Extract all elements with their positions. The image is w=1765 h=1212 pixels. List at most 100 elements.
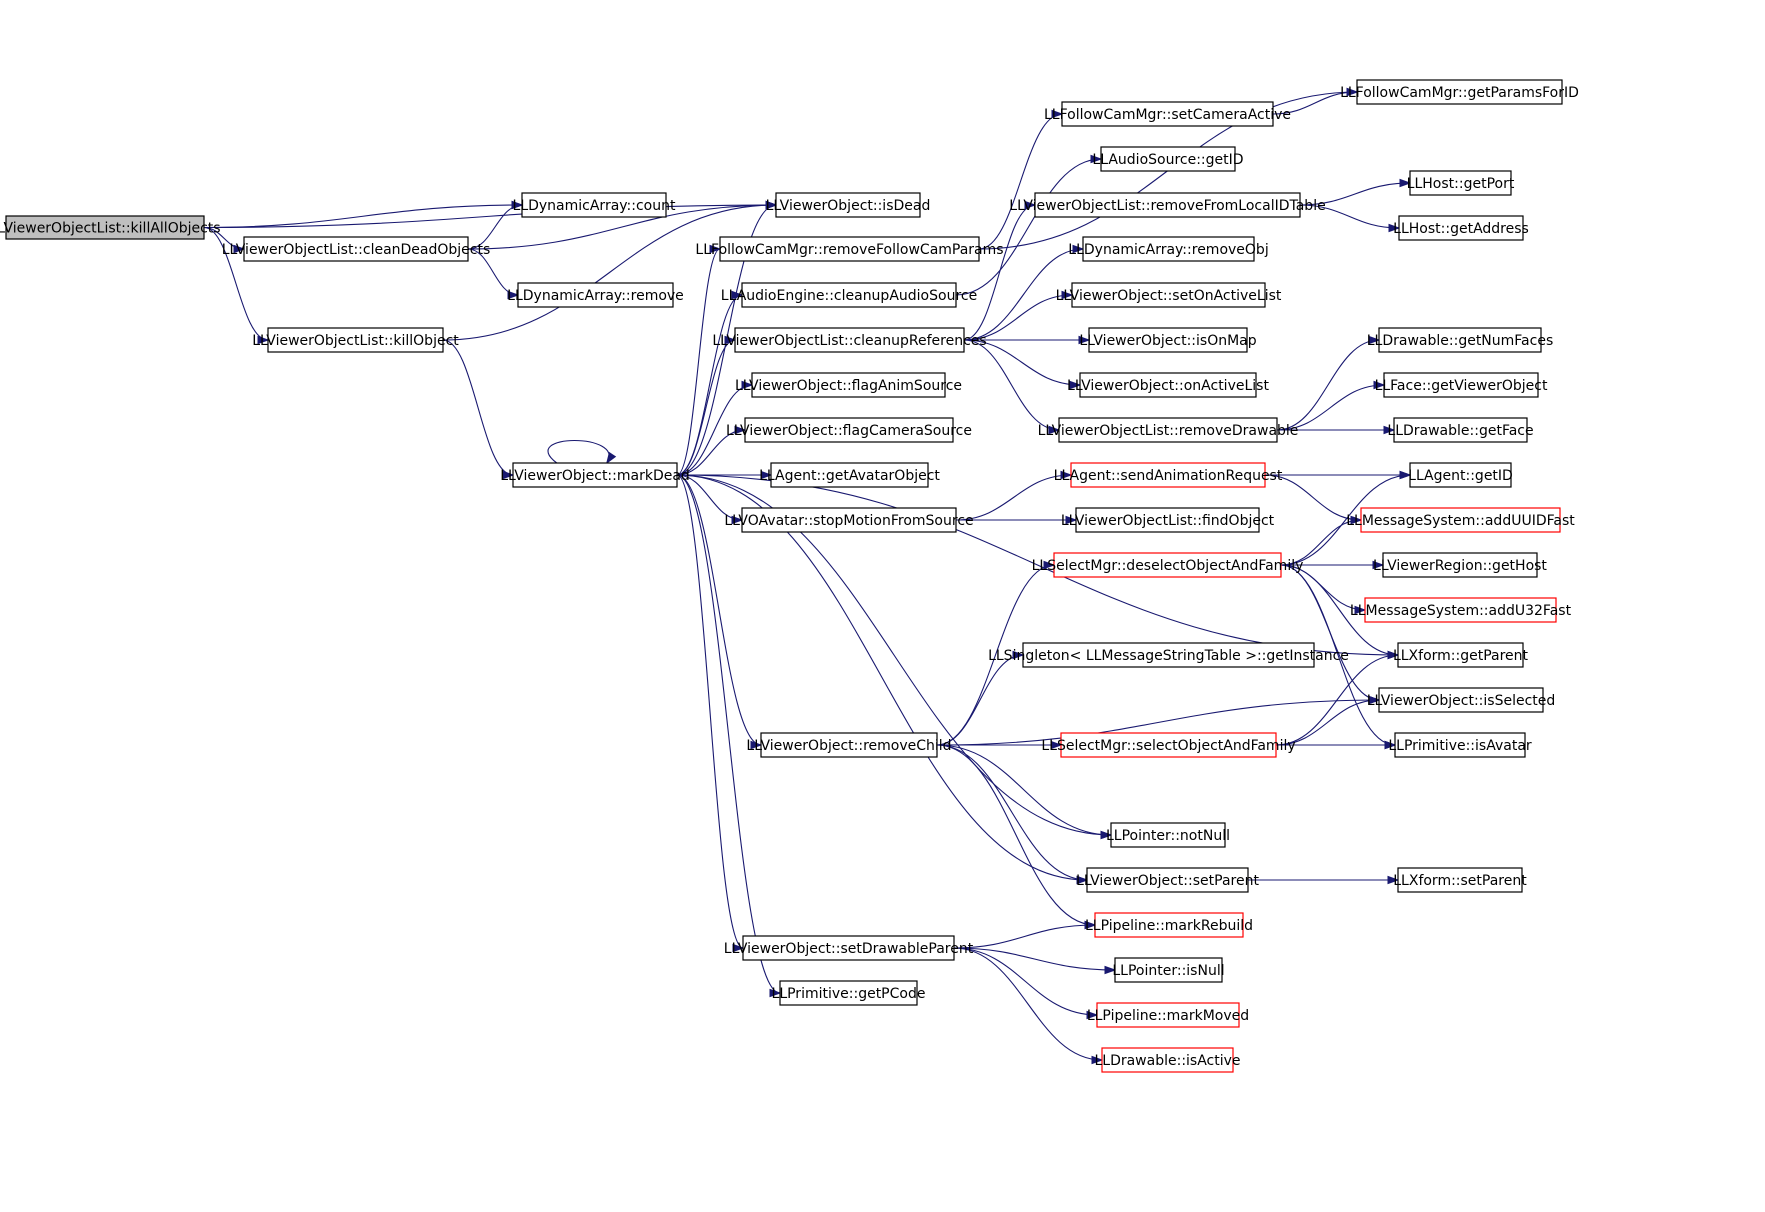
edge-line: [1276, 339, 1380, 431]
edge-line: [953, 947, 1098, 1016]
node-remove-child[interactable]: LLViewerObject::removeChild: [746, 732, 952, 758]
node-label: LLViewerObject::setDrawableParent: [724, 941, 974, 957]
node-mark-moved[interactable]: LLPipeline::markMoved: [1087, 1002, 1249, 1028]
edge-removeChild-to-setParent: [936, 744, 1089, 885]
node-label: LLAgent::getID: [1408, 468, 1513, 484]
edge-stopMotionFromSource-to-findObject: [956, 515, 1078, 525]
node-is-avatar[interactable]: LLPrimitive::isAvatar: [1388, 732, 1532, 758]
node-remove-drawable[interactable]: LLViewerObjectList::removeDrawable: [1038, 417, 1299, 443]
node-audio-get-i-d[interactable]: LLAudioSource::getID: [1092, 146, 1244, 172]
node-label: LLFollowCamMgr::removeFollowCamParams: [695, 242, 1003, 258]
node-xform-set-parent[interactable]: LLXform::setParent: [1393, 867, 1527, 893]
edge-line: [1280, 564, 1399, 656]
node-set-drawable-parent[interactable]: LLViewerObject::setDrawableParent: [724, 935, 974, 961]
node-label: LLViewerObject::flagCameraSource: [726, 423, 972, 439]
node-remove-follow-cam-params[interactable]: LLFollowCamMgr::removeFollowCamParams: [695, 236, 1004, 262]
node-box: [1060, 732, 1277, 758]
node-label: LLViewerObjectList::removeFromLocalIDTab…: [1009, 198, 1325, 214]
node-count[interactable]: LLDynamicArray::count: [513, 192, 676, 218]
edge-markDead-to-stopMotionFromSource: [676, 474, 744, 525]
node-get-params-for-i-d[interactable]: LLFollowCamMgr::getParamsForID: [1340, 79, 1579, 105]
node-is-null[interactable]: LLPointer::isNull: [1112, 957, 1225, 983]
node-cleanup-audio-source[interactable]: LLAudioEngine::cleanupAudioSource: [721, 282, 977, 308]
node-label: LLViewerObject::isDead: [766, 198, 931, 214]
edge-line: [953, 947, 1116, 971]
edge-arrowhead: [1100, 830, 1113, 840]
node-clean-dead-objects[interactable]: LLViewerObjectList::cleanDeadObjects: [222, 236, 491, 262]
edge-line: [676, 474, 762, 746]
edge-arrowhead: [1078, 335, 1091, 345]
node-get-viewer-object[interactable]: LLFace::getViewerObject: [1375, 372, 1548, 398]
node-get-port[interactable]: LLHost::getPort: [1407, 170, 1515, 196]
edge-markDead-to-removeFollowCamParams: [676, 244, 722, 476]
node-get-avatar-object[interactable]: LLAgent::getAvatarObject: [759, 462, 940, 488]
node-get-face[interactable]: LLDrawable::getFace: [1387, 417, 1534, 443]
edge-sendAnimationRequest-to-agentGetID: [1264, 470, 1412, 480]
node-box: [1378, 687, 1544, 713]
node-is-active[interactable]: LLDrawable::isActive: [1094, 1047, 1241, 1073]
edge-removeDrawable-to-getNumFaces: [1276, 335, 1381, 431]
node-remove-obj[interactable]: LLDynamicArray::removeObj: [1068, 236, 1269, 262]
node-get-parent[interactable]: LLXform::getParent: [1393, 642, 1529, 668]
edge-line: [442, 339, 514, 476]
node-label: LLViewerObject::markDead: [500, 468, 690, 484]
node-is-on-map[interactable]: LLViewerObject::isOnMap: [1079, 327, 1257, 353]
node-set-on-active-list[interactable]: LLViewerObject::setOnActiveList: [1056, 282, 1282, 308]
edge-line: [676, 384, 753, 476]
node-cleanup-references[interactable]: LLViewerObjectList::cleanupReferences: [712, 327, 987, 353]
node-stop-motion-from-source[interactable]: LLVOAvatar::stopMotionFromSource: [724, 507, 974, 533]
node-label: LLPrimitive::isAvatar: [1388, 738, 1532, 754]
node-remove-from-local-i-d-table[interactable]: LLViewerObjectList::removeFromLocalIDTab…: [1009, 192, 1326, 218]
edge-arrowhead: [1372, 560, 1385, 570]
edge-line: [936, 744, 1112, 836]
edge-arrowhead: [724, 335, 737, 345]
edge-markDead-to-cleanupReferences: [676, 335, 737, 476]
node-mark-rebuild[interactable]: LLPipeline::markRebuild: [1085, 912, 1253, 938]
node-set-parent[interactable]: LLViewerObject::setParent: [1076, 867, 1259, 893]
node-label: LLViewerObjectList::cleanupReferences: [712, 333, 986, 349]
node-get-host[interactable]: LLViewerRegion::getHost: [1373, 552, 1547, 578]
node-deselect-object-and-family[interactable]: LLSelectMgr::deselectObjectAndFamily: [1032, 552, 1304, 578]
node-box: [1034, 192, 1301, 218]
node-not-null[interactable]: LLPointer::notNull: [1106, 822, 1230, 848]
node-mark-dead[interactable]: LLViewerObject::markDead: [500, 462, 690, 488]
node-label: LLViewerObjectList::killObject: [252, 333, 459, 349]
call-edges: [203, 87, 1412, 1065]
node-flag-anim-source[interactable]: LLViewerObject::flagAnimSource: [735, 372, 962, 398]
node-box: [1101, 1047, 1234, 1073]
node-kill-object[interactable]: LLViewerObjectList::killObject: [252, 327, 459, 353]
node-label: LLViewerObject::flagAnimSource: [735, 378, 962, 394]
node-label: LLHost::getAddress: [1393, 221, 1529, 237]
edge-arrowhead: [732, 943, 745, 953]
node-box: [719, 236, 980, 262]
edge-killObject-to-markDead: [442, 339, 515, 480]
node-box: [1022, 642, 1315, 668]
node-label: LLViewerObjectList::killAllObjects: [0, 221, 221, 237]
edge-arrowhead: [1387, 650, 1400, 660]
node-add-u-u-i-d-fast[interactable]: LLMessageSystem::addUUIDFast: [1346, 507, 1575, 533]
node-get-num-faces[interactable]: LLDrawable::getNumFaces: [1367, 327, 1554, 353]
edge-line: [676, 474, 1112, 836]
node-label: LLViewerObject::setParent: [1076, 873, 1259, 889]
node-remove[interactable]: LLDynamicArray::remove: [507, 282, 684, 308]
node-box: [267, 327, 444, 353]
node-kill-all-objects[interactable]: LLViewerObjectList::killAllObjects: [0, 215, 221, 240]
node-label: LLHost::getPort: [1407, 176, 1515, 192]
edge-arrowhead: [1104, 965, 1117, 975]
node-select-object-and-family[interactable]: LLSelectMgr::selectObjectAndFamily: [1041, 732, 1296, 758]
node-agent-get-i-d[interactable]: LLAgent::getID: [1408, 462, 1513, 488]
node-flag-camera-source[interactable]: LLViewerObject::flagCameraSource: [726, 417, 972, 443]
node-box: [741, 282, 957, 308]
node-is-dead[interactable]: LLViewerObject::isDead: [766, 192, 931, 218]
node-get-instance[interactable]: LLSingleton< LLMessageStringTable >::get…: [988, 642, 1349, 668]
node-label: LLAgent::sendAnimationRequest: [1054, 468, 1283, 484]
node-add-u32-fast[interactable]: LLMessageSystem::addU32Fast: [1350, 597, 1572, 623]
node-find-object[interactable]: LLViewerObjectList::findObject: [1061, 507, 1275, 533]
edge-markDead-to-markDead: [547, 440, 617, 465]
node-on-active-list[interactable]: LLViewerObject::onActiveList: [1067, 372, 1269, 398]
node-send-animation-request[interactable]: LLAgent::sendAnimationRequest: [1054, 462, 1283, 488]
node-is-selected[interactable]: LLViewerObject::isSelected: [1367, 687, 1556, 713]
node-set-camera-active[interactable]: LLFollowCamMgr::setCameraActive: [1044, 101, 1291, 127]
node-get-p-code[interactable]: LLPrimitive::getPCode: [772, 980, 926, 1006]
node-get-address[interactable]: LLHost::getAddress: [1393, 215, 1529, 241]
